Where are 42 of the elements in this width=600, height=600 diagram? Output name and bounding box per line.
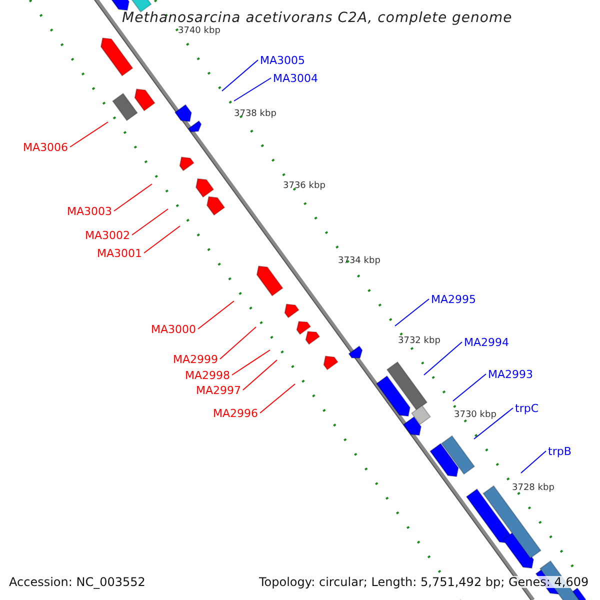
gene-label: MA2996: [213, 408, 258, 418]
gene-label: MA2999: [173, 354, 218, 364]
gene-label: MA3006: [23, 142, 68, 152]
gene-label: MA3003: [67, 206, 112, 216]
scale-label: 3740 kbp: [178, 26, 220, 36]
gene-label: MA2993: [488, 368, 534, 380]
scale-label: 3734 kbp: [338, 256, 380, 266]
leader-line: [220, 326, 256, 360]
gene-label: MA2994: [464, 336, 510, 348]
leader-line: [132, 208, 168, 236]
gene-label: MA2995: [431, 294, 476, 304]
leader-line: [70, 122, 108, 148]
gene-label: MA3000: [151, 324, 196, 334]
scale-label: 3736 kbp: [283, 182, 326, 190]
leader-line: [234, 78, 272, 102]
gene-label: MA2998: [185, 370, 230, 380]
leader-line: [424, 342, 462, 376]
leader-line: [452, 374, 486, 402]
leader-line: [198, 300, 234, 330]
gene-label: MA3001: [97, 248, 142, 258]
leader-line: [394, 298, 430, 326]
scale-label: 3738 kbp: [234, 110, 276, 118]
leader-line: [114, 184, 152, 212]
gene-label: trpB: [548, 446, 572, 456]
leader-line: [222, 60, 258, 92]
gene-label: MA3004: [273, 72, 318, 84]
leader-line: [232, 350, 270, 376]
scale-label: 3732 kbp: [398, 336, 440, 346]
leader-line: [144, 226, 180, 254]
scale-label: 3728 kbp: [512, 484, 554, 492]
title: Methanosarcina acetivorans C2A, complete genome: [122, 11, 512, 25]
leader-line: [474, 408, 514, 440]
gene-label: trpC: [515, 402, 538, 414]
gene-label: MA3005: [260, 54, 306, 66]
gene-label: MA2997: [196, 384, 242, 396]
info-text: Accession: NC_003552: [9, 576, 146, 588]
gene-label: MA3002: [85, 230, 130, 240]
leader-line: [260, 384, 296, 414]
leader-line: [242, 360, 278, 390]
info-text: Topology: circular; Length: 5,751,492 bp; Genes: 4,609: [259, 576, 589, 588]
leader-line: [520, 450, 546, 474]
scale-label: 3730 kbp: [454, 410, 496, 420]
